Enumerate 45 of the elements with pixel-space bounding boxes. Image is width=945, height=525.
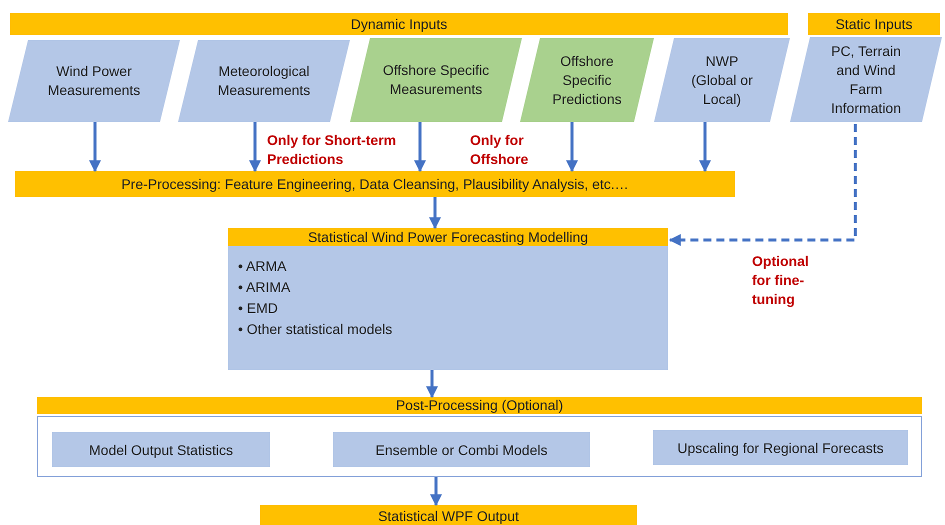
- model-panel: [228, 228, 668, 370]
- header-bar: [15, 171, 735, 197]
- arrow: [699, 122, 711, 172]
- arrow: [566, 122, 578, 172]
- bar-title: Dynamic Inputs: [350, 16, 448, 32]
- node-label: Offshore Specific Measurements: [382, 61, 490, 99]
- input-parallelogram: [178, 40, 350, 122]
- arrow: [89, 122, 101, 172]
- input-parallelogram: [350, 38, 522, 122]
- header-bar: [808, 13, 940, 35]
- bar-title: Static Inputs: [835, 16, 913, 32]
- process-box: [333, 432, 590, 467]
- arrow: [414, 122, 426, 172]
- arrow: [426, 370, 438, 398]
- node-label: NWP (Global or Local): [690, 52, 754, 108]
- node-label: Model Output Statistics: [89, 442, 233, 458]
- node-label: Ensemble or Combi Models: [376, 442, 548, 458]
- node-label: Meteorological Measurements: [216, 62, 312, 100]
- input-parallelogram: [790, 37, 942, 122]
- node-label: Offshore Specific Predictions: [551, 52, 623, 108]
- annotation-note: Only for Short-term Predictions: [267, 131, 398, 169]
- node-label: Wind Power Measurements: [46, 62, 142, 100]
- bar-title: Pre-Processing: Feature Engineering, Data Cleansing, Plausibility Analysis, etc.…: [121, 176, 629, 192]
- node-label: Upscaling for Regional Forecasts: [677, 440, 884, 456]
- input-parallelogram: [520, 38, 654, 122]
- dashed-arrow: [668, 124, 857, 246]
- node-label: PC, Terrain and Wind Farm Information: [830, 42, 902, 118]
- arrow: [430, 477, 442, 506]
- input-parallelogram: [8, 40, 180, 122]
- header-bar: [260, 505, 637, 525]
- list-item: • ARIMA: [238, 278, 290, 297]
- process-box: [52, 432, 270, 467]
- list-item: • ARMA: [238, 257, 286, 276]
- panel-heading: Statistical Wind Power Forecasting Modelling: [228, 228, 668, 246]
- bar-title: Statistical WPF Output: [378, 508, 519, 524]
- arrow: [249, 122, 261, 172]
- list-item: • EMD: [238, 299, 278, 318]
- input-parallelogram: [654, 38, 790, 122]
- post-processing-group: [37, 397, 922, 477]
- arrow: [429, 197, 441, 230]
- annotation-note: Only for Offshore: [470, 131, 530, 169]
- header-bar: [10, 13, 788, 35]
- list-item: • Other statistical models: [238, 320, 392, 339]
- group-heading: Post-Processing (Optional): [37, 397, 922, 414]
- process-box: [653, 430, 908, 465]
